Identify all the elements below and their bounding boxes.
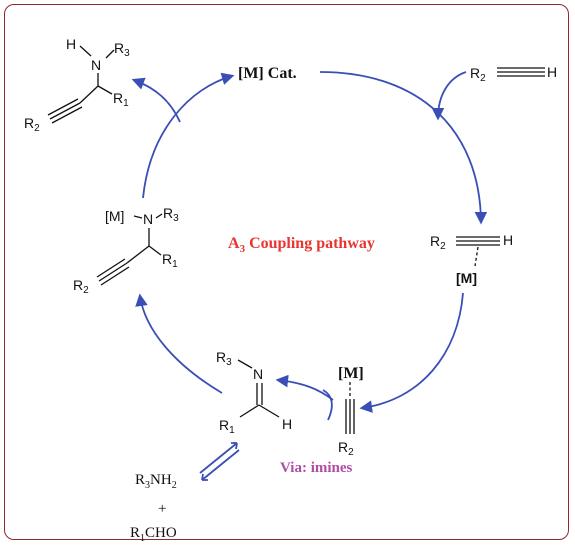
pa-r2: R2 <box>24 115 40 134</box>
ma-r2: R2 <box>73 277 89 296</box>
alk-h: H <box>547 64 557 80</box>
arrow-acetylide-to-imine <box>275 374 334 401</box>
propargylamine-product: H N R3 R1 R2 <box>24 36 130 134</box>
arrow-catalyst-to-pi-complex <box>319 71 488 225</box>
terminal-alkyne: R2 H <box>470 64 557 84</box>
pi-h: H <box>503 232 513 248</box>
cycle-title: A3 Coupling pathway <box>228 235 375 255</box>
metal-amine-complex: [M] N R3 R1 R2 <box>73 205 179 296</box>
metal-acetylide: [M] R2 <box>338 365 364 458</box>
arrow-pi-to-acetylide <box>359 292 464 413</box>
im-r3: R3 <box>216 349 232 368</box>
ma-n: N <box>143 211 153 227</box>
pa-r3: R3 <box>114 40 130 59</box>
pi-m: [M] <box>456 270 477 286</box>
pa-n: N <box>91 57 101 73</box>
im-n: N <box>253 366 263 382</box>
amine-formula: R3NH2 <box>135 472 177 491</box>
ma-r1: R1 <box>162 251 178 270</box>
pi-r2: R2 <box>430 233 446 252</box>
imine-intermediate: R3 N R1 H <box>216 349 292 436</box>
arrow-product-release <box>131 77 181 123</box>
equilibrium-arrow-forward <box>199 442 238 474</box>
arrow-to-catalyst <box>142 72 235 199</box>
pa-h: H <box>66 36 76 52</box>
equilibrium-arrow-reverse <box>201 449 240 481</box>
ac-r2: R2 <box>338 439 354 458</box>
pa-r1: R1 <box>113 90 129 109</box>
ma-m: [M] <box>105 208 124 224</box>
im-h: H <box>282 416 292 432</box>
alk-r2: R2 <box>470 65 486 84</box>
arrow-imine-addition <box>322 389 333 421</box>
starting-materials: R3NH2 + R1CHO <box>130 472 177 544</box>
arrow-imine-to-metal-amine <box>135 293 223 394</box>
metal-pi-complex: R2 H [M] <box>430 232 513 286</box>
im-r1: R1 <box>219 417 235 436</box>
figure-border <box>4 4 569 540</box>
aldehyde-formula: R1CHO <box>130 525 177 544</box>
catalyst-label: [M] Cat. <box>238 65 297 82</box>
plus-sign: + <box>158 501 166 517</box>
ma-r3: R3 <box>163 205 179 224</box>
ac-m: [M] <box>338 365 364 382</box>
arrow-alkyne-in <box>431 71 467 121</box>
via-imines-label: Via: imines <box>280 460 353 476</box>
